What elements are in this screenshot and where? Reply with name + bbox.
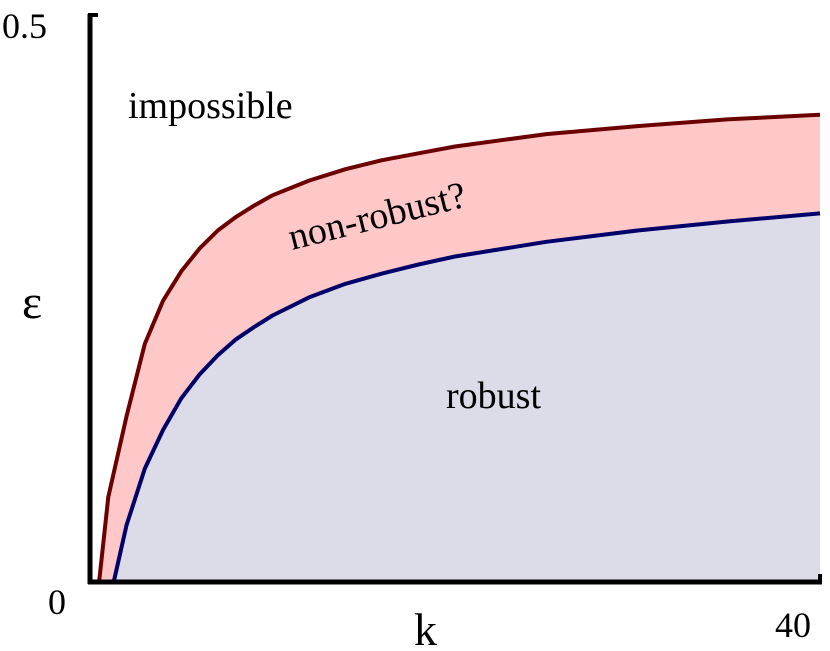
y-tick-label-bottom: 0 [48, 582, 66, 622]
annotation-impossible: impossible [128, 85, 293, 127]
lower-boundary-curve [111, 211, 821, 583]
y-axis-label: ε [22, 276, 42, 329]
y-tick-label-top: 0.5 [2, 6, 47, 46]
x-axis-label: k [414, 604, 437, 651]
non-robust-region [99, 114, 821, 583]
upper-boundary-curve [97, 112, 821, 583]
robust-region [113, 213, 820, 582]
chart-regions [97, 112, 821, 583]
x-tick-label-right: 40 [775, 605, 811, 645]
annotation-robust: robust [446, 375, 541, 417]
